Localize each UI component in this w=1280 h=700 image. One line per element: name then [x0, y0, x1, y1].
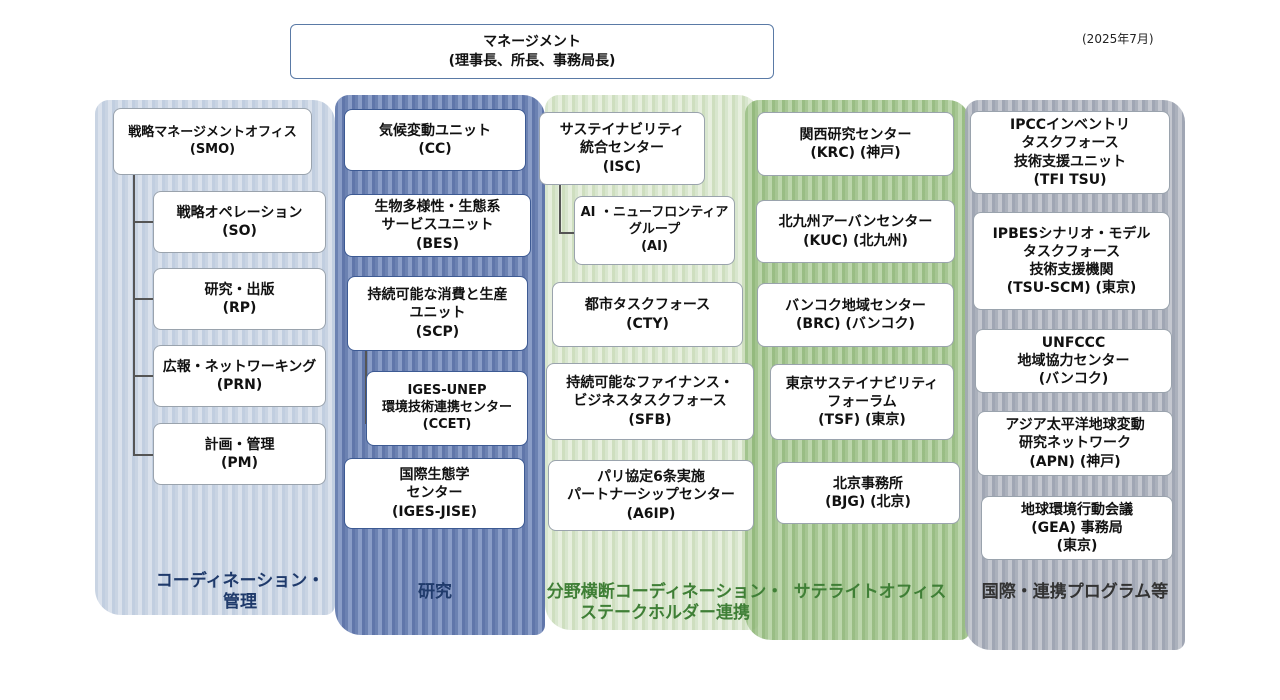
tfi-tsu-box: IPCCインベントリ タスクフォース 技術支援ユニット (TFI TSU) [970, 111, 1170, 194]
isc-box: サステイナビリティ 統合センター (ISC) [539, 112, 705, 185]
category-coordination-label: コーディネーション・ 管理 [155, 571, 325, 613]
category-cross-sector-label: 分野横断コーディネーション・ ステークホルダー連携 [546, 582, 784, 624]
ccet-box: IGES-UNEP 環境技術連携センター (CCET) [366, 371, 528, 446]
brush-background-research [335, 95, 545, 635]
pm-box: 計画・管理 (PM) [153, 423, 326, 485]
tsf-box: 東京サステイナビリティ フォーラム (TSF) (東京) [770, 364, 954, 440]
rp-box: 研究・出版 (RP) [153, 268, 326, 330]
scp-box: 持続可能な消費と生産 ユニット (SCP) [347, 276, 528, 351]
management-box: マネージメント (理事長、所長、事務局長) [290, 24, 774, 79]
pm-connector [133, 454, 153, 456]
apn-box: アジア太平洋地球変動 研究ネットワーク (APN) (神戸) [977, 411, 1173, 476]
tsu-scm-box: IPBESシナリオ・モデル タスクフォース 技術支援機関 (TSU-SCM) (… [973, 212, 1170, 310]
rp-connector [133, 298, 153, 300]
so-box: 戦略オペレーション (SO) [153, 191, 326, 253]
sfb-box: 持続可能なファイナンス・ ビジネスタスクフォース (SFB) [546, 363, 754, 440]
ai-connector [559, 232, 575, 234]
iges-jise-box: 国際生態学 センター (IGES-JISE) [344, 458, 525, 529]
gea-box: 地球環境行動会議 (GEA) 事務局 (東京) [981, 496, 1173, 560]
so-connector [133, 221, 153, 223]
smo-box: 戦略マネージメントオフィス (SMO) [113, 108, 312, 175]
scp-connector-vertical [365, 351, 367, 423]
smo-connector-vertical [133, 175, 135, 455]
cty-box: 都市タスクフォース (CTY) [552, 282, 743, 347]
kuc-box: 北九州アーバンセンター (KUC) (北九州) [756, 200, 955, 263]
krc-box: 関西研究センター (KRC) (神戸) [757, 112, 954, 176]
isc-connector-vertical [559, 185, 561, 233]
a6ip-box: パリ協定6条実施 パートナーシップセンター (A6IP) [548, 460, 754, 531]
category-satellite-label: サテライトオフィス [793, 582, 947, 602]
prn-box: 広報・ネットワーキング (PRN) [153, 345, 326, 407]
brc-box: バンコク地域センター (BRC) (バンコク) [757, 283, 954, 347]
bjg-box: 北京事務所 (BJG) (北京) [776, 462, 960, 524]
prn-connector [133, 375, 153, 377]
bes-box: 生物多様性・生態系 サービスユニット (BES) [344, 194, 531, 257]
cc-box: 気候変動ユニット (CC) [344, 109, 526, 171]
category-research-label: 研究 [418, 582, 452, 602]
date-label: (2025年7月) [1082, 32, 1154, 46]
unfccc-box: UNFCCC 地域協力センター (バンコク) [975, 329, 1172, 393]
category-international-label: 国際・連携プログラム等 [981, 582, 1169, 602]
ai-box: AI ・ニューフロンティア グループ (AI) [574, 196, 735, 265]
